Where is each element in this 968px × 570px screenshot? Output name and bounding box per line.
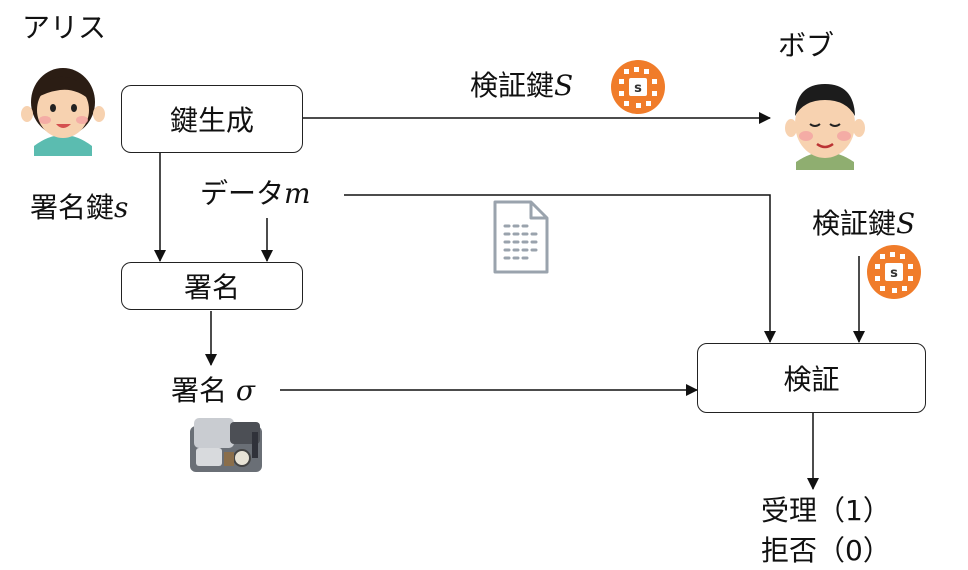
keygen-box: 鍵生成 [121,85,303,153]
signing-key-label: 署名鍵s [30,191,129,224]
badge-letter-right: s [890,266,898,281]
result-reject: 拒否（0） [761,534,891,567]
alice-avatar-icon [21,68,105,156]
result-accept: 受理（1） [761,494,891,527]
bob-avatar-icon [785,84,865,170]
alice-name: アリス [22,11,107,44]
signature-label: 署名 σ [171,374,256,407]
verification-key-badge-top-icon: s [611,60,665,114]
data-label: データm [200,177,311,210]
bob-name: ボブ [778,29,835,62]
verify-box: 検証 [697,343,926,413]
signature-object-icon [190,418,262,472]
sign-box: 署名 [121,262,303,310]
document-icon [493,200,549,274]
verification-key-label-right: 検証鍵S [812,207,916,240]
arrow-data-to-verify [344,194,776,343]
verification-key-badge-right-icon: s [867,245,921,299]
verification-key-label-top: 検証鍵S [470,69,574,102]
badge-letter-top: s [634,81,642,96]
